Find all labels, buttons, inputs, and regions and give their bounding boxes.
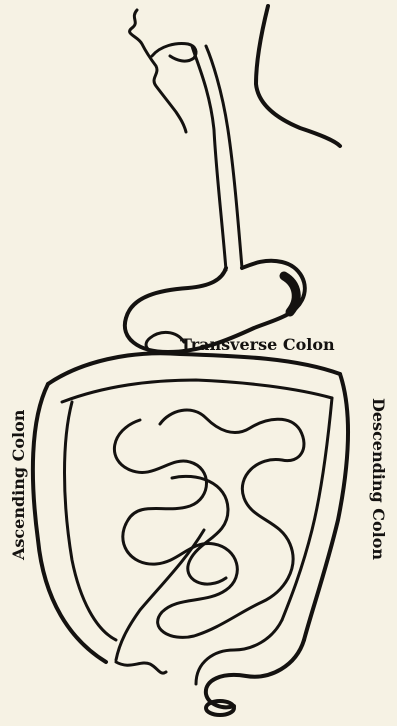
descending-colon — [304, 374, 348, 640]
small-intestine-inner-coil — [172, 476, 228, 584]
neck-outline — [256, 6, 340, 146]
label-transverse-colon: Transverse Colon — [180, 335, 335, 354]
small-intestine — [114, 410, 304, 637]
descending-colon-inner-edge — [282, 398, 332, 620]
appendix — [116, 662, 166, 673]
small-intestine-ileum — [116, 530, 204, 660]
label-descending-colon: Descending Colon — [369, 398, 388, 560]
label-ascending-colon: Ascending Colon — [9, 409, 28, 561]
stomach-fundus-shading — [284, 276, 296, 312]
transverse-colon-lower-edge — [62, 380, 332, 402]
ascending-colon-inner-edge — [65, 402, 117, 640]
mouth-curl — [152, 44, 196, 62]
sigmoid-colon — [206, 640, 304, 707]
esophagus — [192, 46, 226, 270]
face-profile-outline — [130, 10, 186, 132]
